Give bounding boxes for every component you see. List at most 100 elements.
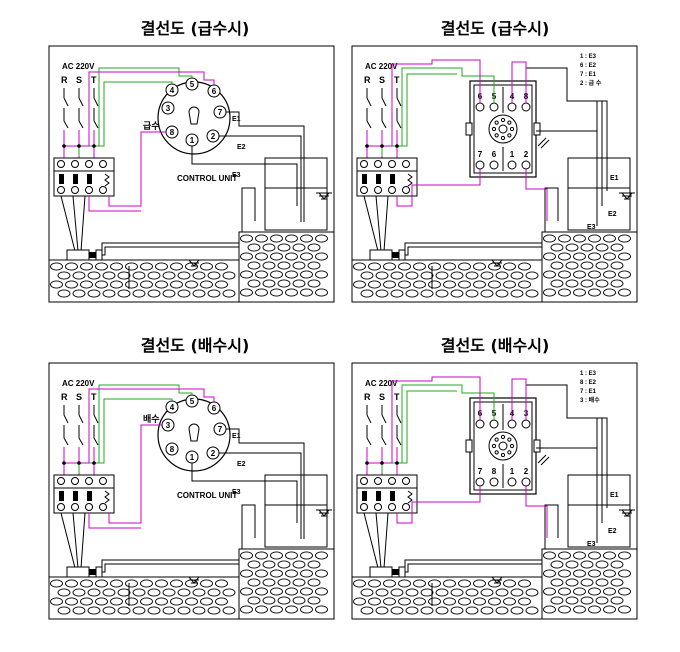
relay-socket-inner: [473, 401, 533, 491]
legend-line-2: 7 : E1: [580, 389, 597, 395]
rock: [300, 288, 313, 297]
rock: [550, 261, 564, 270]
contact: [376, 491, 381, 501]
signal-wire-magenta: [396, 486, 481, 524]
rock: [155, 280, 168, 289]
rock: [285, 551, 298, 560]
rock: [573, 234, 586, 243]
terminal-screw: [71, 186, 79, 194]
rock: [405, 588, 419, 597]
panel-1-title: 결선도 (급수시): [140, 19, 250, 38]
switch-blade: [381, 414, 387, 424]
contact: [59, 174, 64, 184]
socket-pin-hole: [491, 126, 497, 132]
rock: [87, 606, 101, 615]
electrode-wire: [597, 100, 603, 158]
rock: [618, 551, 631, 560]
motor-lead: [72, 195, 79, 252]
socket-clip: [465, 439, 473, 453]
pin-label-7: 7: [218, 108, 223, 117]
rock: [270, 551, 283, 560]
rock: [428, 262, 441, 271]
rock: [300, 569, 313, 578]
pump-coupling: [89, 569, 96, 575]
rock: [558, 587, 571, 596]
rock: [270, 569, 283, 578]
rock: [292, 279, 306, 288]
rock: [50, 280, 63, 289]
rock: [450, 606, 464, 615]
rock: [102, 606, 116, 615]
rock: [140, 579, 153, 588]
rock: [110, 579, 123, 588]
terminal-screw: [507, 160, 517, 170]
rock: [588, 252, 601, 261]
rock: [307, 279, 321, 288]
rock: [618, 234, 631, 243]
rock: [222, 588, 236, 597]
rock: [618, 569, 631, 578]
terminal-screw: [99, 186, 107, 194]
rock: [50, 262, 63, 271]
e2-wire: [219, 452, 302, 539]
motor-lead: [375, 512, 382, 569]
terminal-screw: [475, 477, 485, 487]
rock: [543, 605, 556, 614]
pin-3: [161, 101, 175, 115]
rock: [465, 588, 479, 597]
rock: [155, 597, 168, 606]
rock: [480, 289, 494, 298]
rock: [435, 588, 449, 597]
rock: [443, 597, 456, 606]
switch-blade: [381, 97, 387, 107]
rock: [222, 289, 236, 298]
pump-motor: [369, 566, 393, 578]
rock: [72, 606, 86, 615]
rock: [375, 271, 389, 280]
motor-lead: [60, 512, 76, 569]
rock: [588, 569, 601, 578]
terminal-screw: [99, 503, 107, 511]
rock: [558, 288, 571, 297]
rock: [285, 270, 298, 279]
rock: [558, 551, 571, 560]
rock: [270, 605, 283, 614]
rock: [405, 289, 419, 298]
rock: [588, 288, 601, 297]
rock: [573, 605, 586, 614]
rock: [192, 588, 206, 597]
rock: [603, 605, 616, 614]
rock: [262, 560, 276, 569]
rock: [315, 551, 328, 560]
rock: [247, 560, 261, 569]
pin-label-1: 1: [190, 136, 195, 145]
switch-blade: [366, 120, 372, 129]
rock: [315, 252, 328, 261]
rock: [65, 597, 78, 606]
switch-blade: [396, 120, 402, 129]
electrode-wire: [597, 417, 603, 475]
rock: [390, 271, 404, 280]
rock: [390, 606, 404, 615]
rock: [368, 597, 381, 606]
socket-pin-hole: [507, 450, 512, 455]
power-wire-magenta: [64, 388, 215, 464]
rock: [510, 588, 524, 597]
rock: [450, 271, 464, 280]
cable-mark: [540, 456, 550, 466]
rock: [398, 280, 411, 289]
terminal-screw: [57, 477, 65, 485]
signal-wire-magenta: [525, 169, 548, 221]
rock: [140, 262, 153, 271]
ac-220v-label: AC 220V: [62, 379, 95, 388]
terminal-screw: [85, 160, 93, 168]
rock: [147, 588, 161, 597]
phase-label-R: R: [61, 75, 68, 85]
rock: [518, 262, 531, 271]
rock: [87, 588, 101, 597]
rock: [262, 596, 276, 605]
rock: [603, 252, 616, 261]
rock: [375, 588, 389, 597]
rock: [307, 578, 321, 587]
phase-label-R: R: [364, 75, 371, 85]
